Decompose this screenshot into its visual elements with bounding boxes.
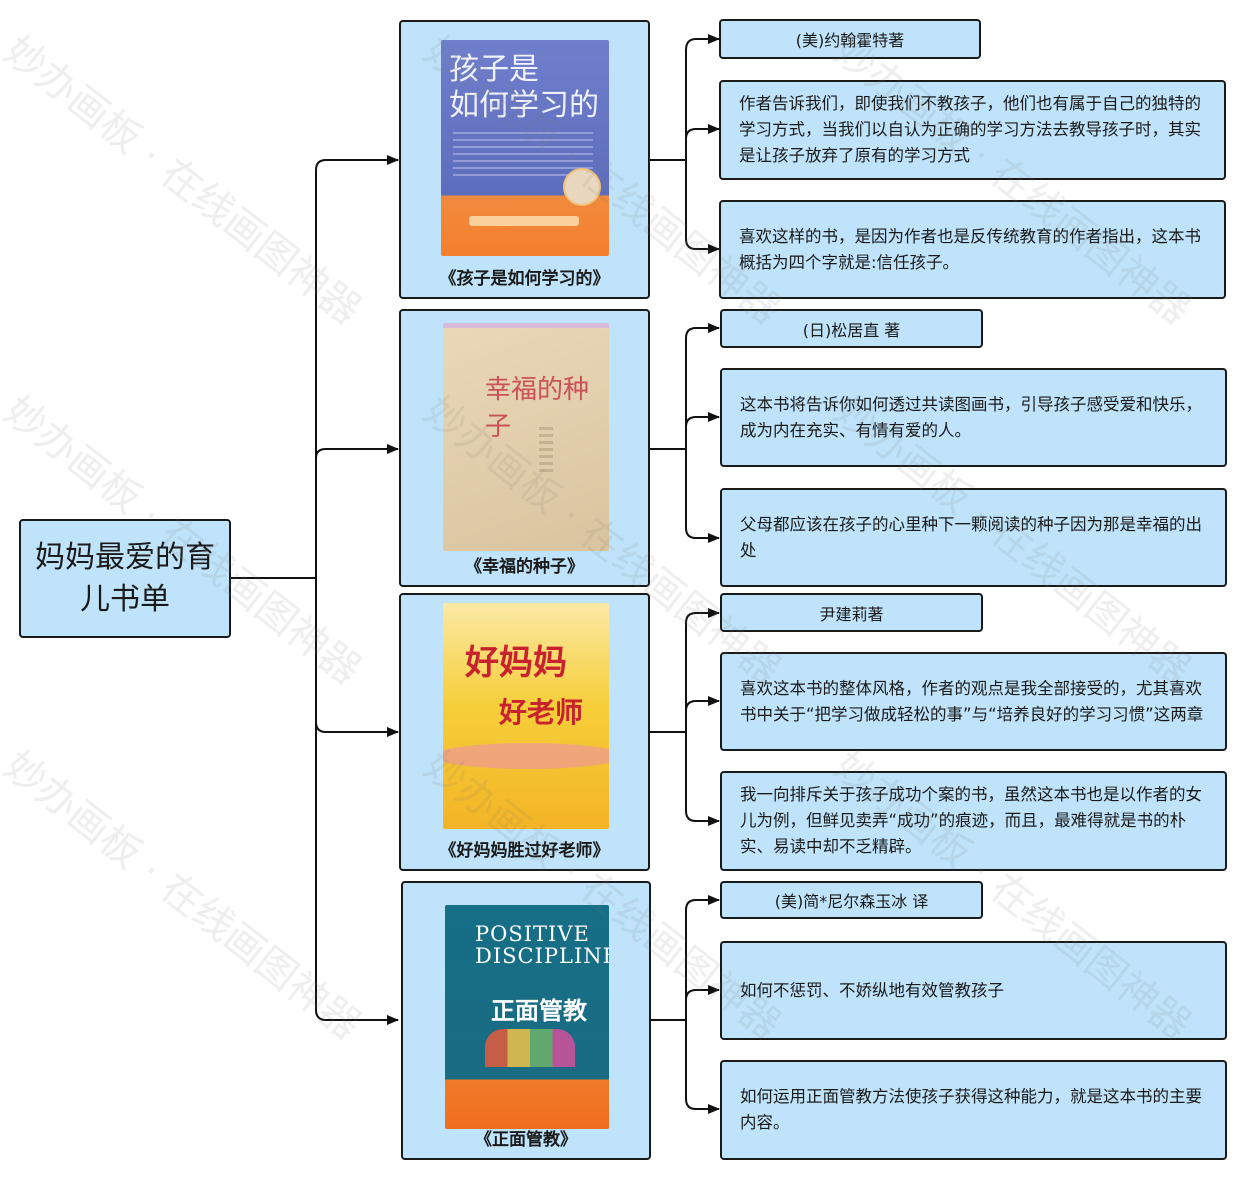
book-cover-image: 幸福的种子	[443, 323, 609, 551]
note-node[interactable]: 这本书将告诉你如何透过共读图画书，引导孩子感受爱和快乐，成为内在充实、有情有爱的…	[720, 368, 1227, 467]
cover-text-lines	[453, 132, 593, 176]
note-text: 喜欢这本书的整体风格，作者的观点是我全部接受的，尤其喜欢书中关于“把学习做成轻松…	[740, 678, 1204, 724]
note-text: 这本书将告诉你如何透过共读图画书，引导孩子感受爱和快乐，成为内在充实、有情有爱的…	[740, 394, 1202, 440]
cover-subtitle-art: 正面管教	[491, 996, 587, 1025]
book-node[interactable]: 好妈妈 好老师 《好妈妈胜过好老师》	[399, 593, 650, 871]
cover-vertical-text	[539, 427, 553, 475]
note-node[interactable]: 父母都应该在孩子的心里种下一颗阅读的种子因为那是幸福的出处	[720, 488, 1227, 587]
cover-title-art: 孩子是如何学习的	[449, 52, 599, 123]
book-title: 《好妈妈胜过好老师》	[439, 841, 610, 861]
cover-author-photo	[563, 168, 601, 206]
note-text: 我一向排斥关于孩子成功个案的书，虽然这本书也是以作者的女儿为例，但鲜见卖弄“成功…	[740, 785, 1202, 856]
cover-swoosh	[443, 743, 609, 769]
root-title: 妈妈最爱的育儿书单	[35, 539, 215, 617]
book-cover-image: 好妈妈 好老师	[443, 603, 609, 829]
cover-top-strip	[443, 323, 609, 328]
author-label: (美)简*尼尔森玉冰 译	[774, 892, 929, 911]
book-title: 《幸福的种子》	[465, 557, 584, 577]
note-text: 如何不惩罚、不娇纵地有效管教孩子	[740, 980, 1004, 1000]
author-node[interactable]: 尹建莉著	[720, 593, 983, 632]
author-label: (日)松居直 著	[802, 320, 901, 340]
author-label: 尹建莉著	[819, 604, 884, 624]
book-title: 《孩子是如何学习的》	[439, 269, 610, 289]
note-node[interactable]: 如何运用正面管教方法使孩子获得这种能力，就是这本书的主要内容。	[720, 1060, 1227, 1160]
book-cover-image: 孩子是如何学习的	[441, 40, 609, 256]
cover-title-art: 好妈妈	[465, 643, 567, 683]
note-text: 喜欢这样的书，是因为作者也是反传统教育的作者指出，这本书概括为四个字就是:信任孩…	[739, 226, 1201, 272]
author-node[interactable]: (美)简*尼尔森玉冰 译	[720, 881, 983, 919]
note-node[interactable]: 如何不惩罚、不娇纵地有效管教孩子	[720, 941, 1227, 1040]
note-text: 如何运用正面管教方法使孩子获得这种能力，就是这本书的主要内容。	[740, 1087, 1202, 1132]
cover-children-art	[485, 1029, 575, 1067]
book-title: 《正面管教》	[475, 1130, 577, 1150]
cover-banner-text	[469, 216, 579, 226]
book-node[interactable]: 幸福的种子 《幸福的种子》	[399, 309, 650, 587]
note-text: 作者告诉我们，即使我们不教孩子，他们也有属于自己的独特的学习方式，当我们以自认为…	[739, 94, 1201, 165]
cover-subtitle-art: 好老师	[499, 696, 584, 729]
note-text: 父母都应该在孩子的心里种下一颗阅读的种子因为那是幸福的出处	[740, 514, 1202, 560]
note-node[interactable]: 喜欢这样的书，是因为作者也是反传统教育的作者指出，这本书概括为四个字就是:信任孩…	[719, 200, 1226, 299]
author-node[interactable]: (美)约翰霍特著	[719, 19, 981, 59]
book-node[interactable]: 孩子是如何学习的 《孩子是如何学习的》	[399, 20, 650, 299]
note-node[interactable]: 作者告诉我们，即使我们不教孩子，他们也有属于自己的独特的学习方式，当我们以自认为…	[719, 80, 1226, 180]
note-node[interactable]: 喜欢这本书的整体风格，作者的观点是我全部接受的，尤其喜欢书中关于“把学习做成轻松…	[720, 652, 1227, 751]
author-node[interactable]: (日)松居直 著	[720, 309, 983, 348]
note-node[interactable]: 我一向排斥关于孩子成功个案的书，虽然这本书也是以作者的女儿为例，但鲜见卖弄“成功…	[720, 771, 1227, 871]
root-topic[interactable]: 妈妈最爱的育儿书单	[19, 519, 231, 638]
author-label: (美)约翰霍特著	[795, 31, 905, 50]
cover-title-art: 幸福的种子	[485, 375, 590, 442]
